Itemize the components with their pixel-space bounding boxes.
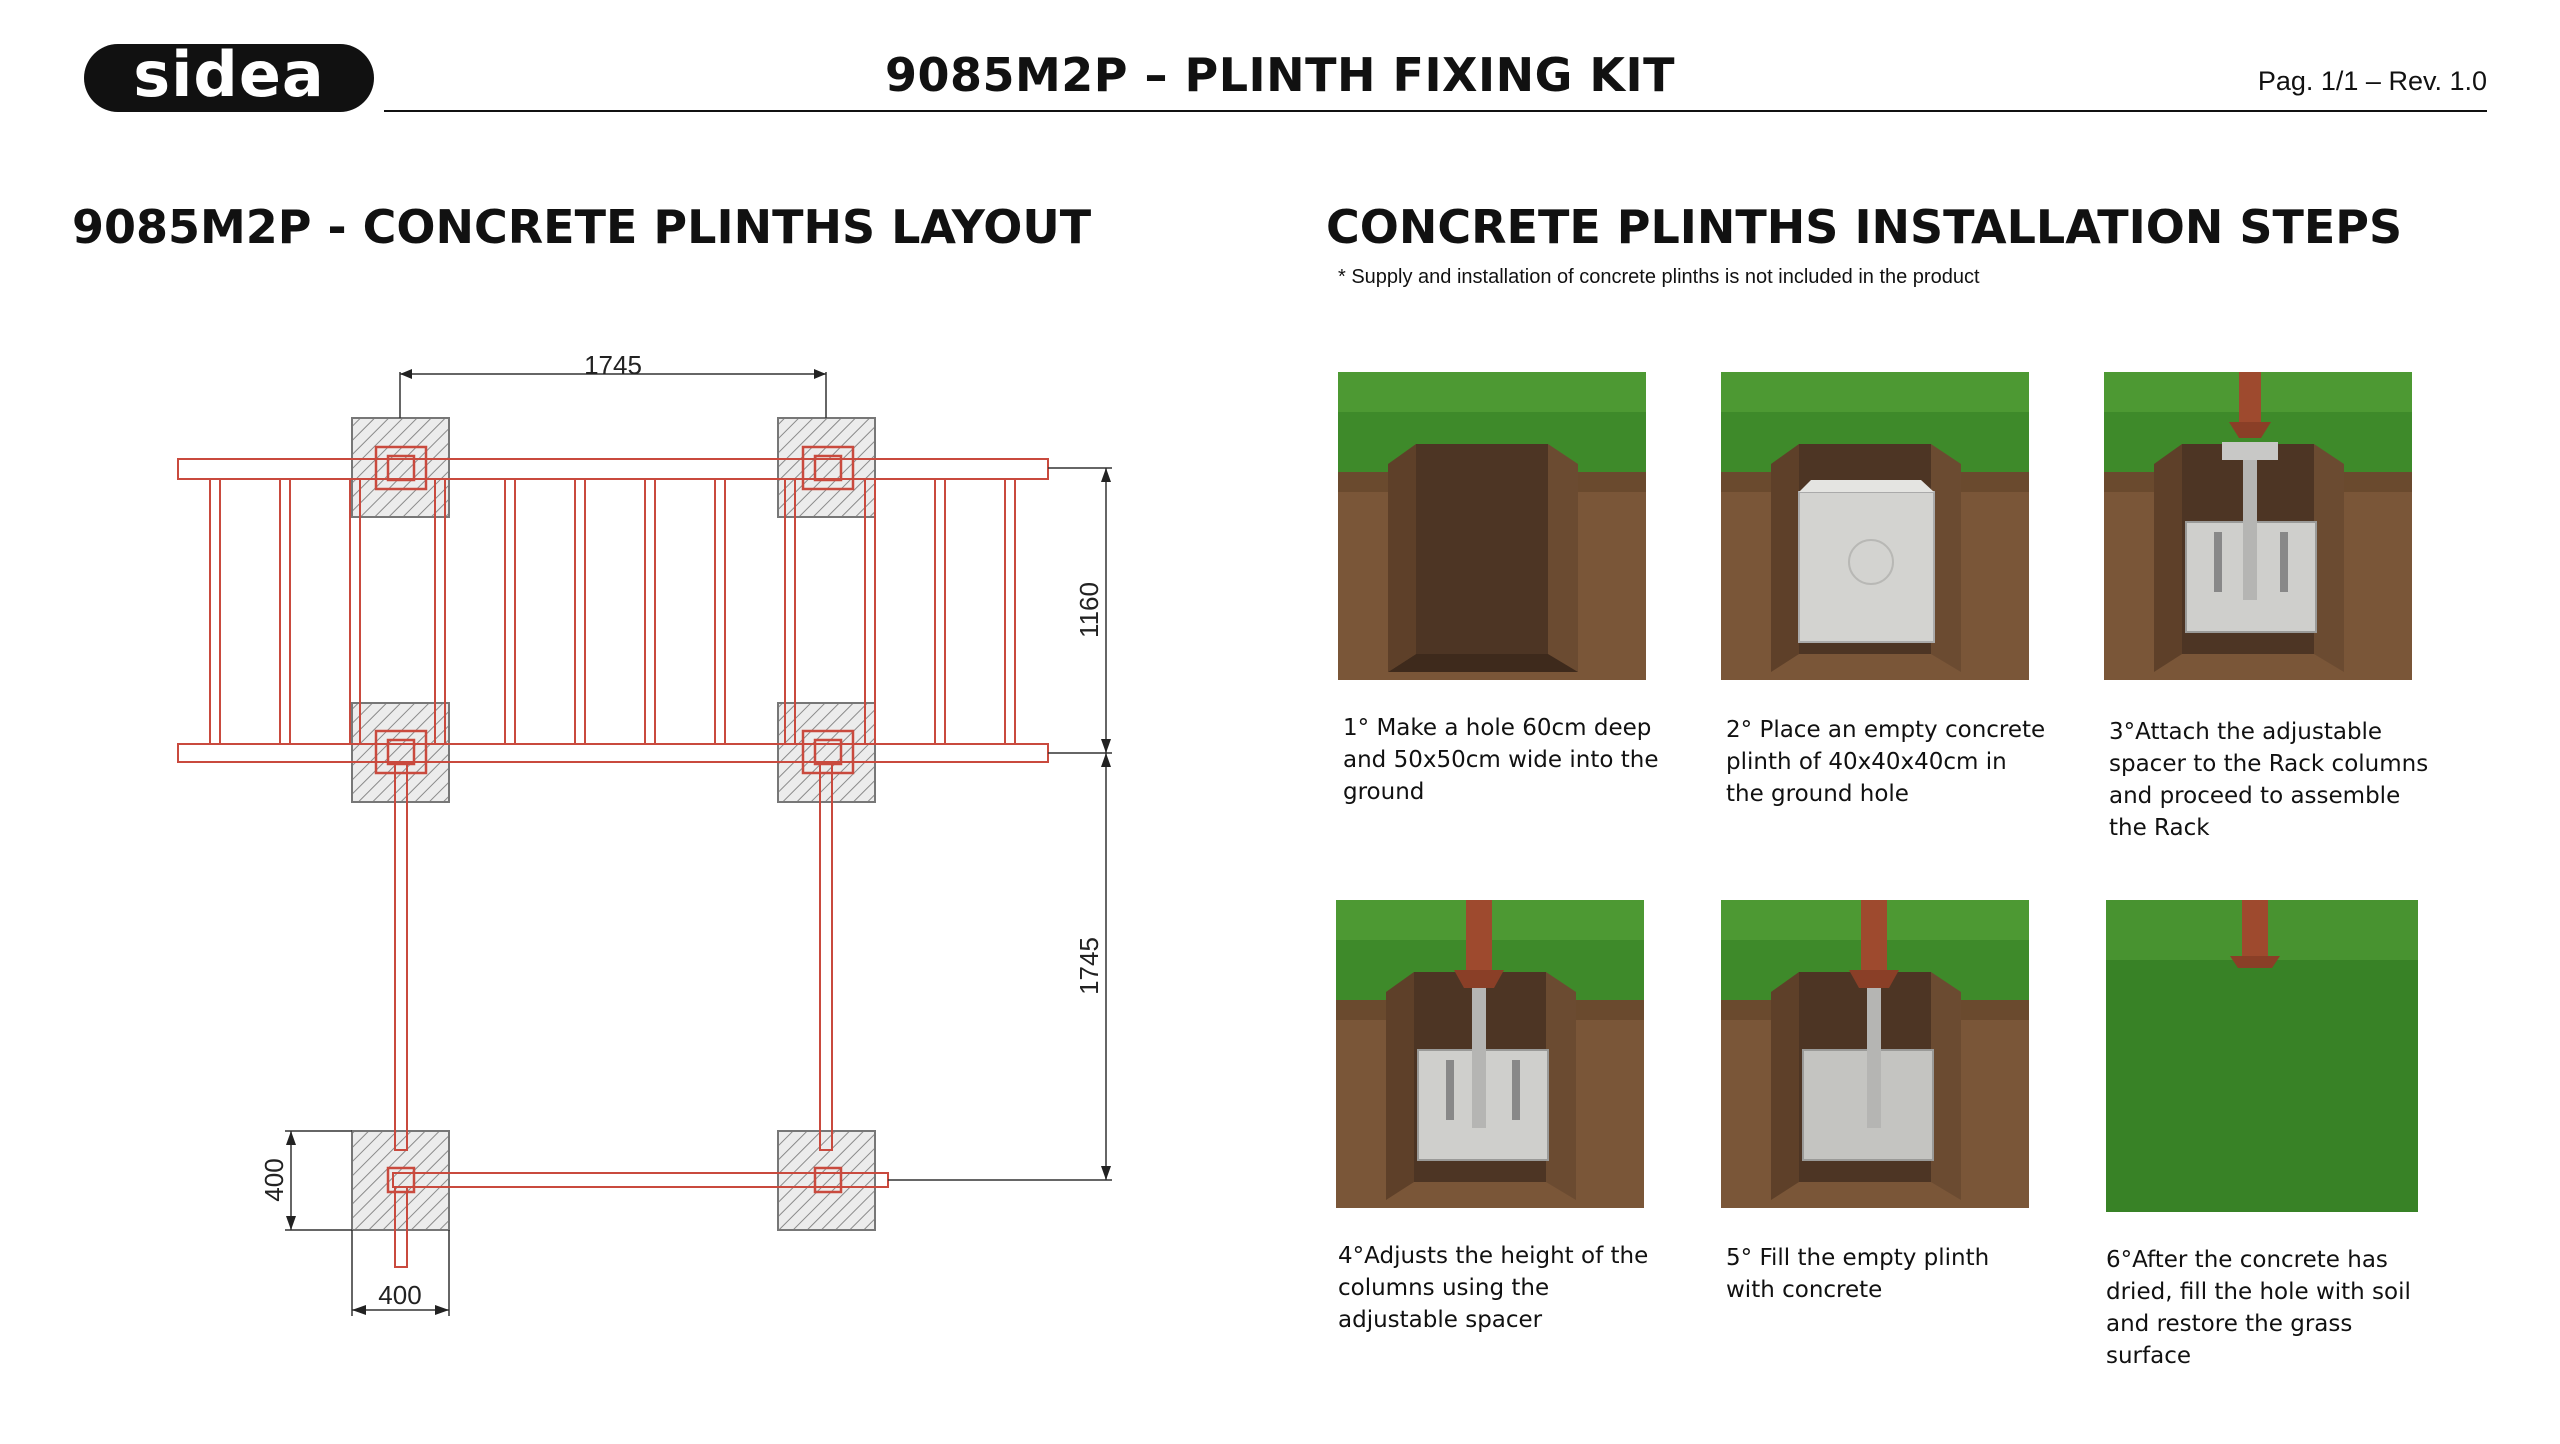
layout-section-title: 9085M2P - CONCRETE PLINTHS LAYOUT [72, 200, 1092, 254]
column-plates [374, 445, 855, 1194]
dimension-label-top: 1745 [584, 350, 642, 380]
dimension-label-right-lower: 1745 [1074, 937, 1104, 995]
middle-rail [177, 743, 1049, 763]
plinth [777, 417, 876, 518]
step-1-image [1338, 372, 1646, 680]
plinth [351, 702, 450, 803]
document-title: 9085M2P – PLINTH FIXING KIT [884, 48, 1676, 102]
page-reference: Pag. 1/1 – Rev. 1.0 [2257, 66, 2487, 96]
plinth [777, 1130, 876, 1231]
dimension-lines [285, 372, 1112, 1316]
dimension-label-plinth-width: 400 [378, 1280, 421, 1310]
sidea-logo: sidea [84, 38, 374, 112]
left-rail [394, 761, 408, 1151]
cross-bars [209, 479, 1016, 744]
step-3-image [2104, 372, 2412, 680]
concrete-plinths [351, 417, 876, 1231]
steps-section-title: CONCRETE PLINTHS INSTALLATION STEPS [1326, 200, 2403, 254]
plinth [351, 417, 450, 518]
dimension-label-right-upper: 1160 [1074, 582, 1104, 638]
rack-frame [177, 445, 1049, 1268]
right-rail [819, 761, 833, 1151]
top-rail [177, 458, 1049, 480]
dimension-label-plinth-height: 400 [259, 1158, 289, 1201]
plinth [777, 702, 876, 803]
step-5-image [1721, 900, 2029, 1208]
header-divider [384, 110, 2487, 112]
step-2-image [1721, 372, 2029, 680]
left-rail-stub [394, 1186, 408, 1268]
plinth [351, 1130, 450, 1231]
step-4-image [1336, 900, 1644, 1208]
plinths-layout-drawing: 1745 1160 1745 400 400 [177, 350, 1112, 1316]
supply-note: * Supply and installation of concrete pl… [1338, 266, 1980, 288]
logo-text: sidea [133, 38, 324, 111]
dimension-arrows [286, 369, 1111, 1315]
step-6-image [2106, 900, 2418, 1212]
